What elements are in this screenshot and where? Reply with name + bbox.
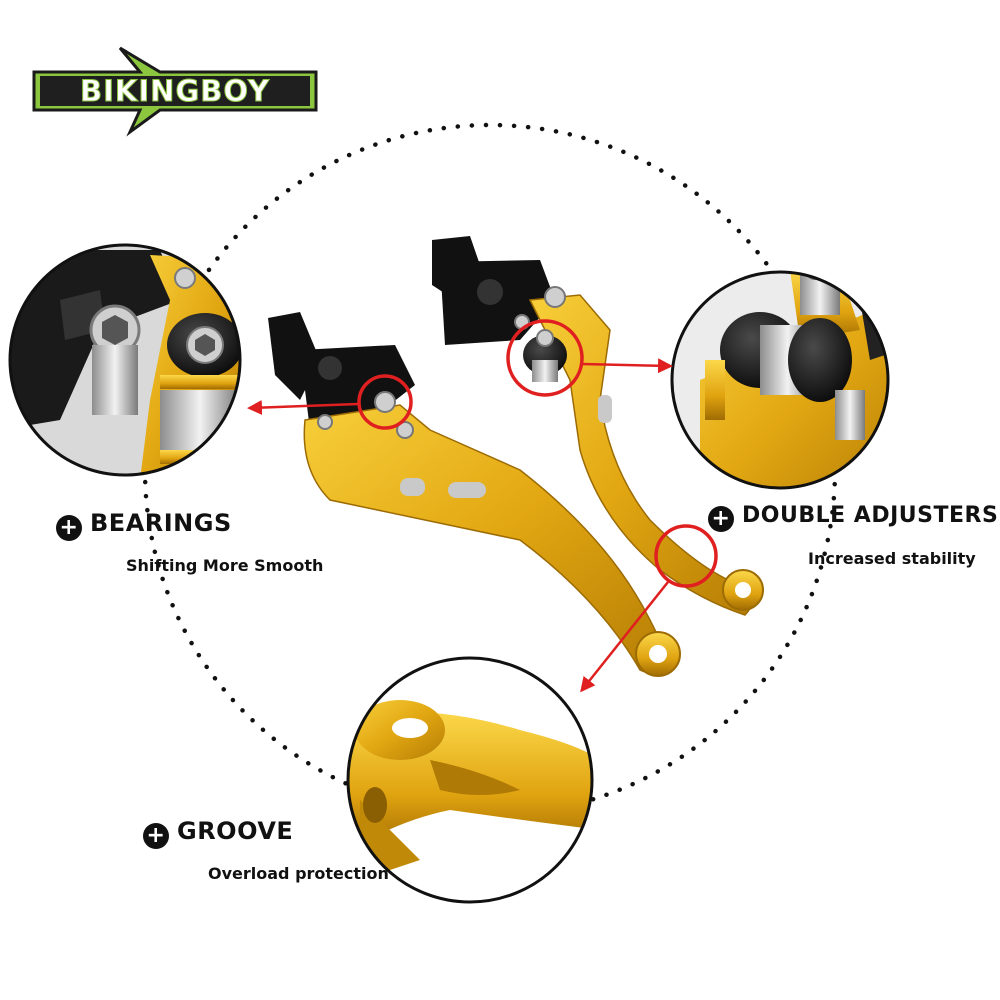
brand-logo: BIKINGBOY — [32, 46, 318, 137]
bearings-title: + BEARINGS — [56, 509, 232, 541]
adjusters-detail-circle — [670, 270, 890, 490]
bearings-title-text: BEARINGS — [90, 509, 232, 537]
adjusters-pointer-arrow — [581, 358, 673, 374]
brake-lever-left — [268, 312, 681, 677]
double-adjusters-title-text: DOUBLE ADJUSTERS — [742, 503, 999, 528]
plus-circle-icon: + — [56, 515, 82, 541]
adjusters-highlight-ring — [506, 319, 584, 397]
plus-circle-icon: + — [708, 506, 734, 532]
bearings-detail-circle — [8, 243, 242, 477]
groove-subtitle: Overload protection — [208, 864, 389, 883]
bearings-pointer-arrow — [247, 400, 359, 416]
double-adjusters-subtitle: Increased stability — [808, 549, 976, 568]
brake-lever-right — [432, 236, 764, 616]
groove-title-text: GROOVE — [177, 817, 294, 845]
bearings-subtitle: Shifting More Smooth — [126, 556, 324, 575]
groove-pointer-arrow — [580, 581, 669, 693]
groove-title: + GROOVE — [143, 817, 293, 849]
plus-circle-icon: + — [143, 823, 169, 849]
brand-logo-text: BIKINGBOY — [80, 74, 270, 108]
groove-highlight-ring — [654, 524, 718, 588]
double-adjusters-title: + DOUBLE ADJUSTERS — [708, 503, 998, 532]
bearings-highlight-ring — [357, 374, 413, 430]
